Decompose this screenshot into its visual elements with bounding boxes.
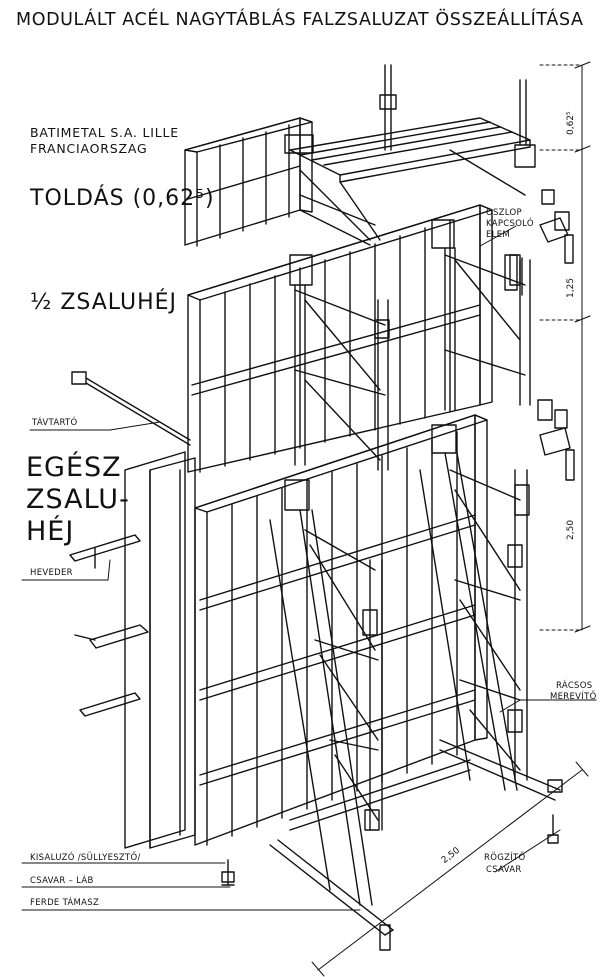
manufacturer-line2: FRANCIAORSZAG bbox=[30, 141, 148, 156]
section-label-extension: TOLDÁS (0,62⁵) bbox=[30, 186, 215, 211]
callout-lattice-stiffener-1: RÁCSOS bbox=[556, 681, 593, 691]
dimension-half-height: 1,25 bbox=[566, 277, 576, 298]
callout-bottom-1: KISALUZÓ /SÜLLYESZTŐ/ bbox=[30, 853, 141, 863]
callout-lattice-stiffener-2: MEREVÍTŐ bbox=[550, 692, 597, 702]
section-label-full-panel-3: HÉJ bbox=[26, 516, 75, 547]
callout-spacer: TÁVTARTÓ bbox=[32, 418, 78, 428]
callout-column-connector-1: OSZLOP bbox=[486, 208, 522, 218]
manufacturer-line1: BATIMETAL S.A. LILLE bbox=[30, 125, 179, 140]
section-label-full-panel-2: ZSALU- bbox=[26, 484, 130, 515]
section-label-full-panel-1: EGÉSZ bbox=[26, 452, 122, 483]
half-panel-strongbacks bbox=[289, 219, 531, 471]
spacer-rod bbox=[71, 371, 191, 446]
extension-panel bbox=[184, 117, 313, 247]
callout-column-connector-2: KAPCSOLÓ bbox=[486, 219, 534, 229]
rear-panel bbox=[124, 451, 196, 849]
dimension-lines bbox=[311, 61, 591, 977]
callout-fixing-bolt-2: CSAVAR bbox=[486, 865, 522, 875]
section-label-half-panel: ½ ZSALUHÉJ bbox=[30, 290, 178, 315]
callout-bottom-3: FERDE TÁMASZ bbox=[30, 898, 100, 908]
column-connector-hardware bbox=[509, 189, 575, 481]
callout-bottom-2: CSAVAR – LÁB bbox=[30, 876, 94, 886]
dimension-full-height: 2,50 bbox=[566, 519, 576, 540]
page-title: MODULÁLT ACÉL NAGYTÁBLÁS FALZSALUZAT ÖSS… bbox=[16, 10, 584, 30]
half-panel bbox=[187, 204, 493, 473]
waler-bars bbox=[69, 534, 149, 717]
callout-column-connector-3: ELEM bbox=[486, 230, 511, 240]
working-platform bbox=[284, 64, 536, 246]
lattice-stiffener bbox=[269, 424, 530, 906]
callout-fixing-bolt-1: RÖGZÍTŐ bbox=[484, 853, 526, 863]
callout-waler: HEVEDER bbox=[30, 568, 73, 578]
dimension-extension: 0,62⁵ bbox=[566, 111, 576, 135]
leader-lines bbox=[21, 225, 597, 911]
base-assembly bbox=[221, 739, 563, 951]
